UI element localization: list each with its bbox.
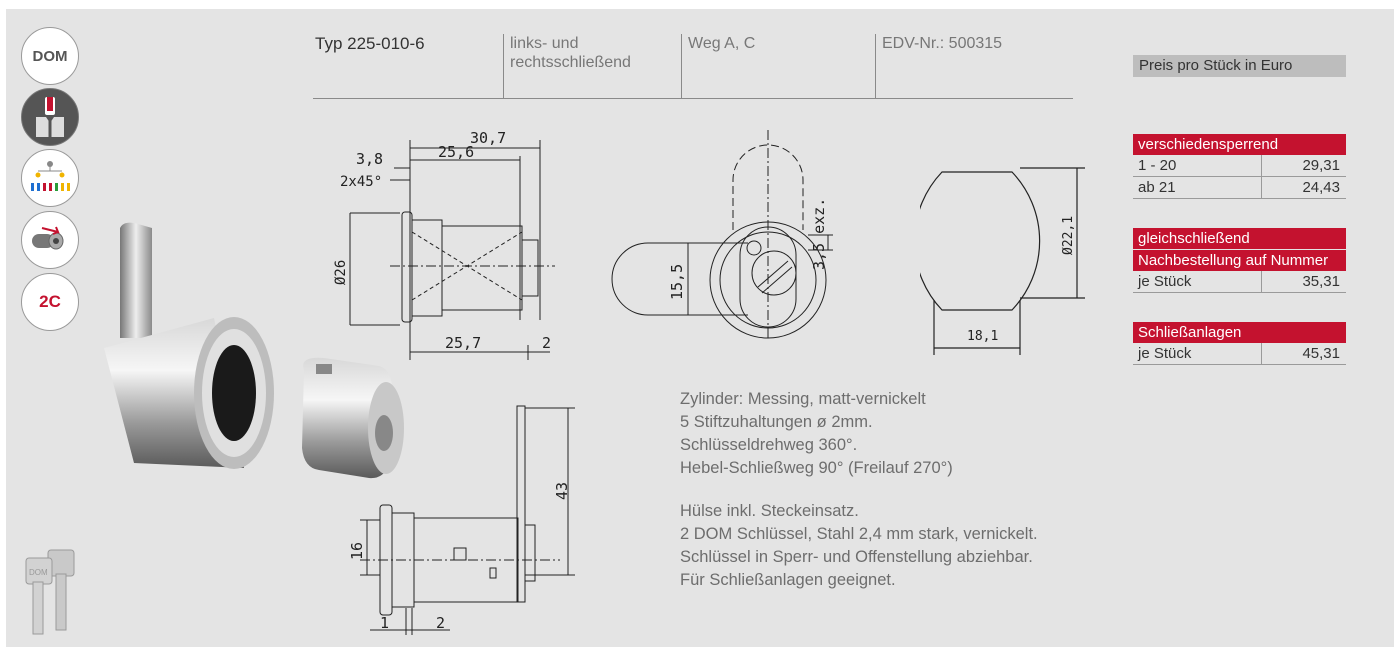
dim-43: 43 bbox=[553, 482, 571, 500]
desc-line: 5 Stiftzuhaltungen ø 2mm. bbox=[680, 413, 873, 431]
desc-line: Hebel-Schließweg 90° (Freilauf 270°) bbox=[680, 459, 953, 477]
master-key-system-icon bbox=[21, 149, 79, 207]
row-label: je Stück bbox=[1133, 271, 1262, 292]
table-row: je Stück 45,31 bbox=[1133, 343, 1346, 365]
price-heading: Preis pro Stück in Euro bbox=[1133, 55, 1346, 77]
svg-text:DOM: DOM bbox=[29, 568, 48, 577]
dim-1: 1 bbox=[380, 614, 389, 632]
dim-3-5-exz: 3,5 exz. bbox=[810, 198, 828, 270]
row-value: 45,31 bbox=[1302, 345, 1340, 362]
dim-18-1: 18,1 bbox=[967, 329, 998, 344]
dim-2-side: 2 bbox=[542, 334, 551, 352]
row-value: 29,31 bbox=[1302, 157, 1340, 174]
edv-number: EDV-Nr.: 500315 bbox=[882, 35, 1003, 52]
cam-lock-photo bbox=[104, 222, 404, 479]
desc-line: Schlüssel in Sperr- und Offenstellung ab… bbox=[680, 548, 1033, 566]
dim-25-7: 25,7 bbox=[445, 334, 481, 352]
price-panel: Preis pro Stück in Euro verschiedensperr… bbox=[1133, 55, 1346, 365]
dim-d22-1: Ø22,1 bbox=[1061, 216, 1076, 255]
table-row: 1 - 20 29,31 bbox=[1133, 155, 1346, 177]
weg-text: Weg A, C bbox=[688, 35, 756, 52]
desc-line: Hülse inkl. Steckeinsatz. bbox=[680, 502, 859, 520]
direction-line-1: links- und bbox=[510, 35, 579, 52]
dim-d26: Ø26 bbox=[333, 260, 349, 285]
dim-16: 16 bbox=[348, 542, 366, 560]
product-header-row: Typ 225-010-6 links- und rechtsschließen… bbox=[313, 34, 1073, 99]
price-table-schliessanlagen: Schließanlagen je Stück 45,31 bbox=[1133, 322, 1346, 365]
table-title: gleichschließend bbox=[1133, 228, 1346, 249]
direction-cell: links- und rechtsschließend bbox=[503, 34, 681, 98]
dim-2-cam: 2 bbox=[436, 614, 445, 632]
cylinder-exchange-icon bbox=[21, 211, 79, 269]
front-view-drawing: 15,5 3,5 exz. bbox=[611, 130, 833, 340]
table-row: je Stück 35,31 bbox=[1133, 271, 1346, 293]
row-value: 24,43 bbox=[1302, 179, 1340, 196]
row-label: ab 21 bbox=[1133, 177, 1262, 198]
cam-side-drawing: 43 16 1 2 bbox=[348, 405, 575, 635]
pin-tumbler-icon bbox=[21, 88, 79, 146]
product-type: Typ 225-010-6 bbox=[315, 34, 425, 53]
table-subtitle: Nachbestellung auf Nummer bbox=[1133, 250, 1346, 271]
row-label: 1 - 20 bbox=[1133, 155, 1262, 176]
2c-badge: 2C bbox=[21, 273, 79, 331]
desc-line: Für Schließanlagen geeignet. bbox=[680, 571, 896, 589]
table-title: Schließanlagen bbox=[1133, 322, 1346, 343]
dim-chamfer: 2x45° bbox=[340, 174, 382, 190]
dim-3-8: 3,8 bbox=[356, 150, 383, 168]
dom-badge-label: DOM bbox=[32, 47, 68, 65]
direction-line-2: rechtsschließend bbox=[510, 54, 631, 71]
desc-line: Schlüsseldrehweg 360°. bbox=[680, 436, 858, 454]
edv-cell: EDV-Nr.: 500315 bbox=[875, 34, 1073, 98]
product-description: Zylinder: Messing, matt-vernickelt 5 Sti… bbox=[680, 388, 1038, 592]
weg-cell: Weg A, C bbox=[681, 34, 875, 98]
dim-15-5: 15,5 bbox=[668, 264, 686, 300]
dim-25-6: 25,6 bbox=[438, 143, 474, 161]
type-cell: Typ 225-010-6 bbox=[313, 34, 497, 98]
dim-30-7: 30,7 bbox=[470, 129, 506, 147]
desc-line: 2 DOM Schlüssel, Stahl 2,4 mm stark, ver… bbox=[680, 525, 1038, 543]
table-title: verschiedensperrend bbox=[1133, 134, 1346, 155]
keyhole-view-drawing: Ø22,1 18,1 bbox=[920, 167, 1085, 355]
2c-badge-label: 2C bbox=[39, 292, 61, 311]
table-row: ab 21 24,43 bbox=[1133, 177, 1346, 199]
desc-line: Zylinder: Messing, matt-vernickelt bbox=[680, 390, 926, 408]
side-view-drawing: 30,7 25,6 3,8 2x45° Ø26 25,7 2 bbox=[333, 129, 555, 360]
price-table-verschiedensperrend: verschiedensperrend 1 - 20 29,31 ab 21 2… bbox=[1133, 134, 1346, 199]
row-value: 35,31 bbox=[1302, 273, 1340, 290]
keys-image: DOM bbox=[25, 549, 75, 635]
price-table-gleichschliessend: gleichschließend Nachbestellung auf Numm… bbox=[1133, 228, 1346, 293]
dom-brand-badge: DOM bbox=[21, 27, 79, 85]
row-label: je Stück bbox=[1133, 343, 1262, 364]
